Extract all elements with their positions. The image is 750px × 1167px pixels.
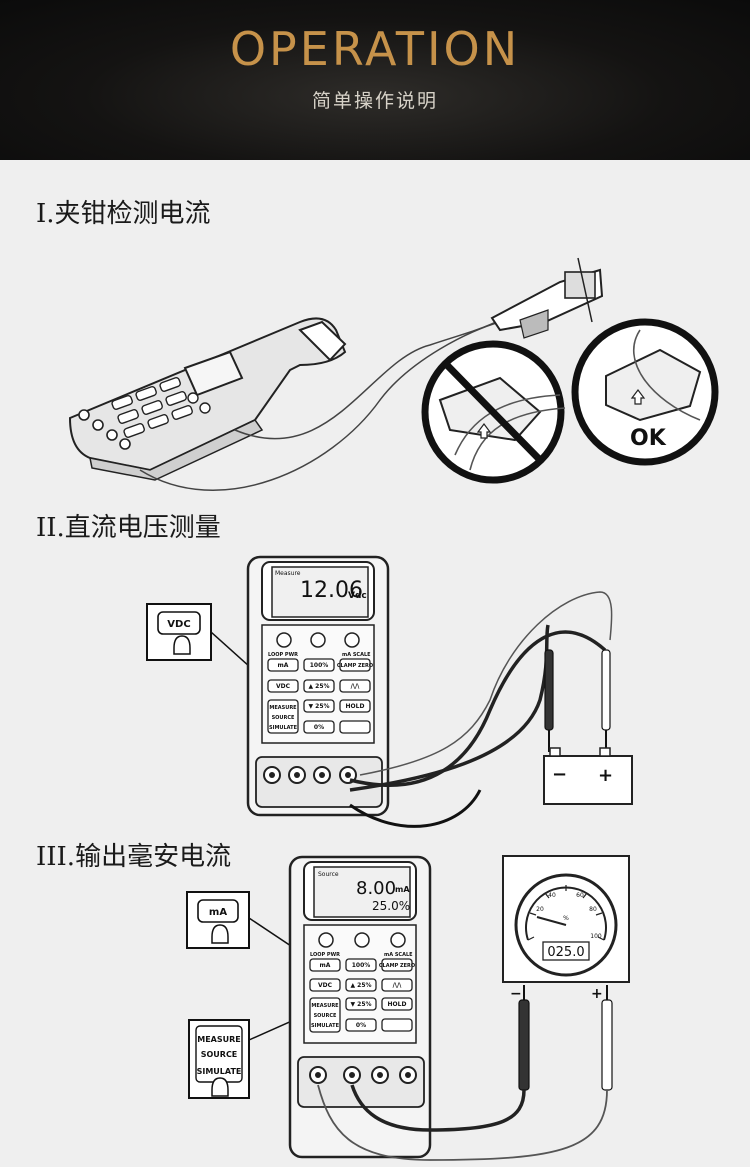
correct-usage-icon: OK — [571, 318, 719, 466]
pct100-key-label: 100% — [352, 962, 371, 969]
gauge-tick-40: 40 — [548, 892, 556, 899]
header-banner: OPERATION 简单操作说明 — [0, 0, 750, 160]
hold-key-label: HOLD — [388, 1001, 407, 1008]
callout-measure-label: MEASURE — [197, 1035, 241, 1044]
source-key-label: SOURCE — [314, 1013, 337, 1019]
ma-scale-label: mA SCALE — [384, 952, 413, 958]
loop-pwr-label: LOOP PWR — [310, 952, 340, 958]
vdc-key-callout: VDC — [146, 603, 271, 686]
pct0-key-label: 0% — [356, 1022, 366, 1029]
probe-black — [544, 649, 554, 752]
display-unit-source: mA — [395, 885, 410, 894]
clamp-meter-illustration — [68, 317, 347, 481]
measure-key-label: MEASURE — [311, 1003, 339, 1009]
gauge-minus: − — [510, 986, 522, 1002]
measure-key-label: MEASURE — [269, 705, 297, 711]
up25-key-label: ▲ 25% — [308, 683, 329, 690]
ma-key-callout: mA — [186, 891, 313, 961]
probe-red — [601, 649, 611, 752]
vdc-key-label: VDC — [318, 982, 333, 989]
page-subtitle: 简单操作说明 — [311, 90, 438, 112]
clamp-zero-key-label: CLAMP ZERO — [337, 663, 373, 669]
loop-pwr-label: LOOP PWR — [268, 652, 298, 658]
analog-gauge-panel: 20 40 60 80 100 % 025.0 − + — [502, 855, 630, 1002]
clamp-zero-key-label: CLAMP ZERO — [379, 963, 415, 969]
display-value: 12.06 — [300, 578, 363, 603]
battery: − + — [543, 747, 633, 805]
display-unit: Vdc — [348, 591, 367, 601]
probe-black-ma — [518, 985, 530, 1091]
wrong-usage-icon — [421, 340, 566, 484]
ma-key-label: mA — [278, 662, 289, 669]
ma-scale-label: mA SCALE — [342, 652, 371, 658]
calibrator-device-voltage: Measure 12.06 Vdc LOOP PWR mA SCALE mA 1… — [246, 555, 390, 817]
down25-key-label: ▼ 25% — [308, 703, 329, 710]
page-title: OPERATION — [229, 22, 521, 76]
ma-callout-label: mA — [209, 907, 227, 918]
ramp-key-label: /\/\ — [351, 683, 361, 690]
pct100-key-label: 100% — [310, 662, 329, 669]
source-key-label: SOURCE — [272, 715, 295, 721]
battery-minus: − — [552, 764, 567, 785]
display-mode-source: Source — [318, 871, 339, 878]
gauge-tick-20: 20 — [536, 906, 544, 913]
pct0-key-label: 0% — [314, 724, 324, 731]
vdc-key-label: VDC — [276, 683, 291, 690]
ramp-key-label: /\/\ — [393, 982, 403, 989]
ok-label: OK — [630, 426, 667, 451]
ma-key-label: mA — [320, 962, 331, 969]
gauge-readout: 025.0 — [547, 945, 584, 960]
clamp-probe — [490, 257, 604, 339]
gauge-tick-80: 80 — [589, 906, 597, 913]
up25-key-label: ▲ 25% — [350, 982, 371, 989]
display-value-source: 8.00 — [356, 878, 396, 899]
gauge-tick-60: 60 — [576, 892, 584, 899]
gauge-tick-100: 100 — [590, 933, 602, 940]
section-title-dc-voltage: II.直流电压测量 — [36, 513, 221, 543]
gauge-plus: + — [591, 986, 603, 1002]
callout-simulate-label: SIMULATE — [197, 1067, 242, 1076]
gauge-unit: % — [563, 915, 569, 922]
simulate-key-label: SIMULATE — [269, 725, 298, 731]
probe-red-ma — [601, 985, 613, 1091]
battery-plus: + — [598, 765, 613, 786]
down25-key-label: ▼ 25% — [350, 1001, 371, 1008]
simulate-key-label: SIMULATE — [311, 1023, 340, 1029]
section-title-ma-output: III.输出毫安电流 — [36, 842, 232, 872]
mode-key-callout: MEASURE SOURCE SIMULATE — [188, 1011, 313, 1099]
display-percent: 25.0% — [372, 899, 410, 913]
hold-key-label: HOLD — [346, 703, 365, 710]
display-mode: Measure — [275, 570, 301, 577]
vdc-callout-label: VDC — [167, 619, 190, 630]
calibrator-device-source: Source 8.00 mA 25.0% LOOP PWR mA SCALE m… — [288, 855, 432, 1159]
callout-source-label: SOURCE — [201, 1050, 238, 1059]
section-title-clamp: I.夹钳检测电流 — [36, 199, 211, 229]
